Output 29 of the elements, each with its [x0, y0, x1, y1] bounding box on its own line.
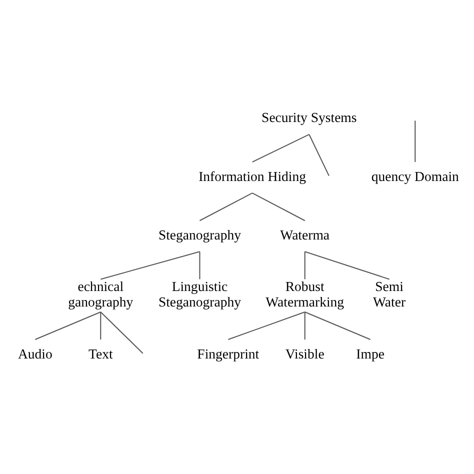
node-text: Security Systems	[262, 110, 357, 126]
node-text: Waterma	[280, 227, 330, 242]
connector	[199, 252, 200, 280]
connector	[200, 192, 253, 222]
connector	[304, 311, 371, 340]
connector	[304, 252, 306, 280]
node-text: Information Hiding	[198, 168, 306, 184]
node-text: Visible	[285, 346, 324, 362]
node-text: Steganography	[158, 227, 242, 242]
connector	[308, 134, 330, 176]
node-text: Linguistic Steganography	[158, 279, 242, 310]
connector	[304, 312, 306, 340]
node-text: Robust Watermarking	[266, 279, 344, 310]
node-text: Fingerprint	[197, 346, 260, 362]
connector	[414, 120, 416, 162]
connector	[100, 251, 200, 280]
node-text: echnical ganography	[68, 279, 134, 310]
node-text: quency Domain	[371, 168, 459, 184]
connector	[228, 311, 306, 340]
connector	[100, 312, 102, 340]
node-text: Text	[88, 346, 113, 362]
connector	[304, 251, 390, 280]
connector	[252, 134, 310, 162]
connector	[252, 192, 306, 222]
node-text: Audio	[18, 346, 52, 362]
connector	[34, 311, 101, 340]
connector	[100, 312, 144, 354]
node-text: Semi Water	[373, 279, 406, 310]
node-text: Impe	[356, 346, 384, 362]
